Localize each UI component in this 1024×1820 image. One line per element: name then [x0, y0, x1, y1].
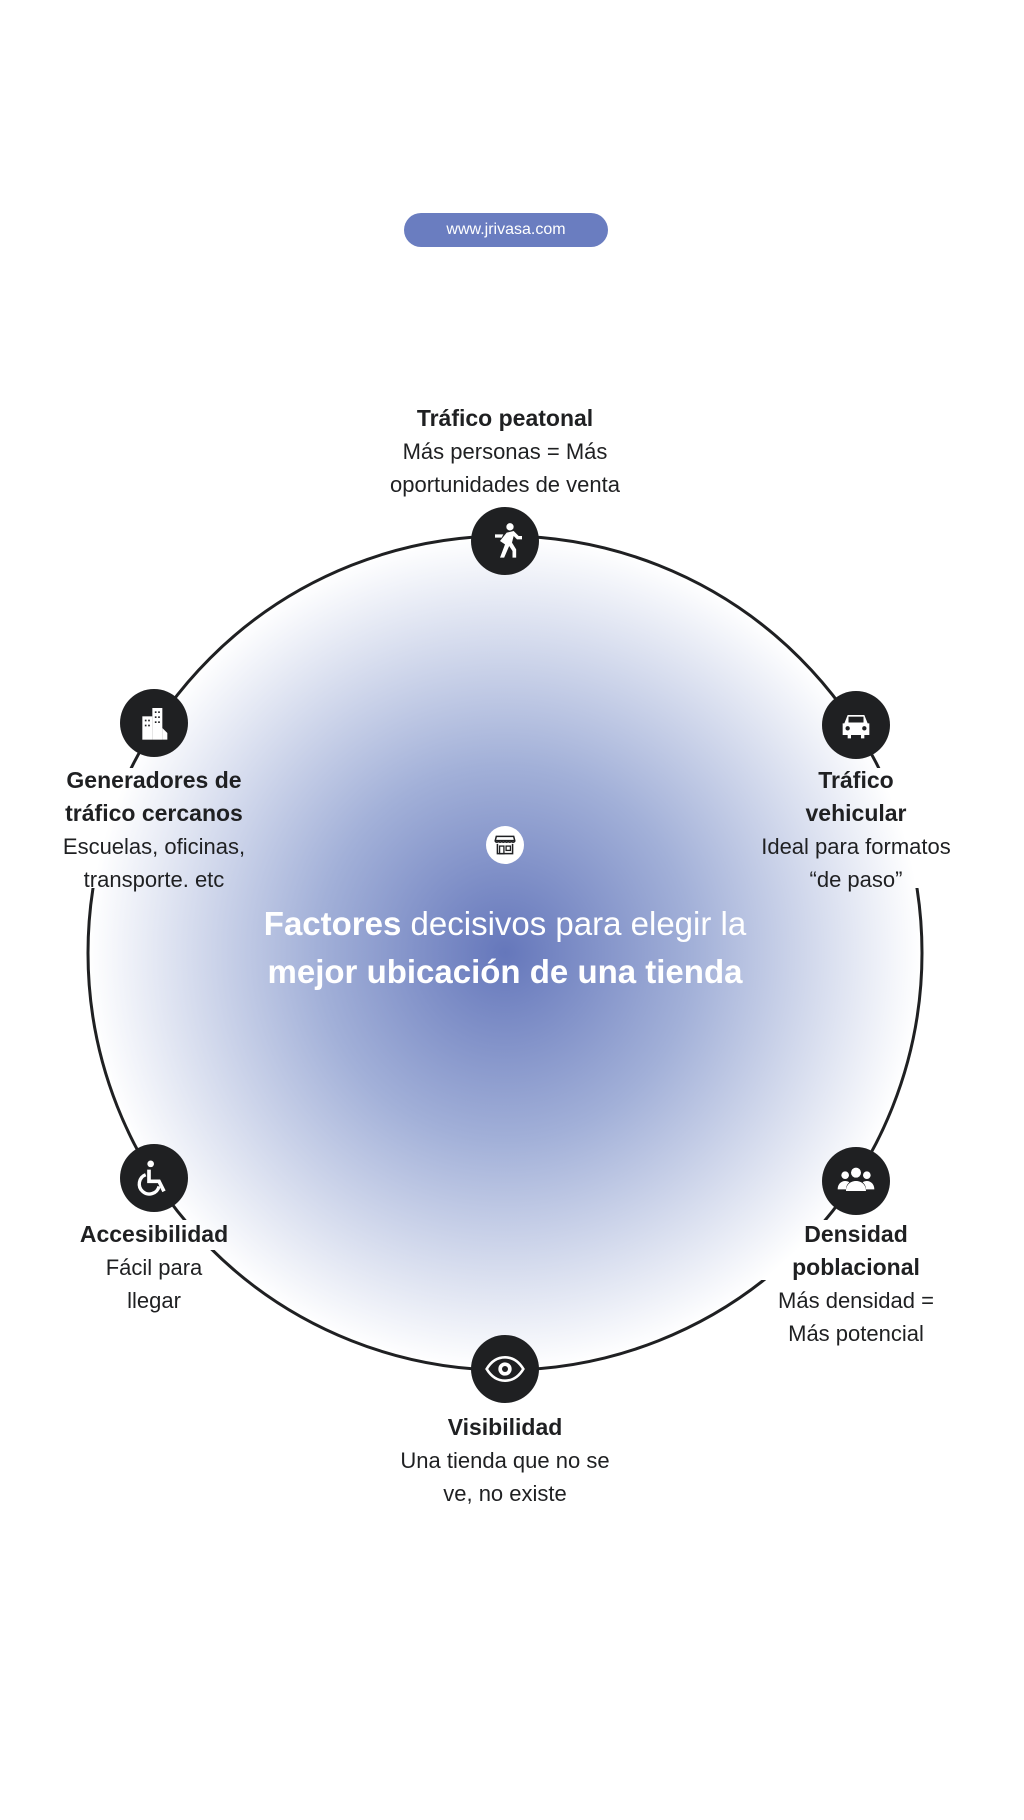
factor-title: Visibilidad	[447, 1414, 563, 1440]
factor-description: Escuelas, oficinas, transporte. etc	[62, 834, 246, 892]
title-bold-2: mejor ubicación de una tienda	[267, 953, 743, 990]
factor-title: Tráfico peatonal	[416, 405, 594, 431]
website-badge[interactable]: www.jrivasa.com	[404, 213, 608, 247]
car-icon	[822, 691, 890, 759]
people-group-icon	[822, 1147, 890, 1215]
walking-person-icon	[471, 507, 539, 575]
factor-densidad-poblacional: Densidad poblacional Más densidad = Más …	[766, 1218, 946, 1350]
store-icon	[486, 826, 524, 864]
center-title: Factores decisivos para elegir la mejor …	[252, 900, 758, 996]
buildings-icon	[120, 689, 188, 757]
factor-description: Una tienda que no se ve, no existe	[400, 1448, 610, 1506]
factor-title: Accesibilidad	[79, 1221, 229, 1247]
factor-description: Ideal para formatos “de paso”	[761, 834, 951, 892]
factor-title: Tráfico vehicular	[805, 767, 907, 826]
factor-description: Fácil para llegar	[105, 1255, 203, 1313]
website-url: www.jrivasa.com	[446, 221, 566, 238]
factor-description: Más personas = Más oportunidades de vent…	[390, 439, 620, 497]
eye-icon	[471, 1335, 539, 1403]
factor-generadores-trafico: Generadores de tráfico cercanos Escuelas…	[39, 764, 269, 896]
factor-title: Densidad poblacional	[792, 1221, 920, 1280]
gradient-disc	[88, 536, 922, 1370]
title-bold-1: Factores	[263, 905, 402, 942]
factor-trafico-vehicular: Tráfico vehicular Ideal para formatos “d…	[746, 764, 966, 896]
factor-visibilidad: Visibilidad Una tienda que no se ve, no …	[395, 1411, 615, 1510]
title-regular-1: decisivos para elegir la	[401, 905, 747, 942]
factor-accesibilidad: Accesibilidad Fácil para llegar	[59, 1218, 249, 1317]
wheelchair-icon	[120, 1144, 188, 1212]
factor-description: Más densidad = Más potencial	[778, 1288, 934, 1346]
factor-title: Generadores de tráfico cercanos	[65, 767, 243, 826]
factor-trafico-peatonal: Tráfico peatonal Más personas = Más opor…	[375, 402, 635, 501]
